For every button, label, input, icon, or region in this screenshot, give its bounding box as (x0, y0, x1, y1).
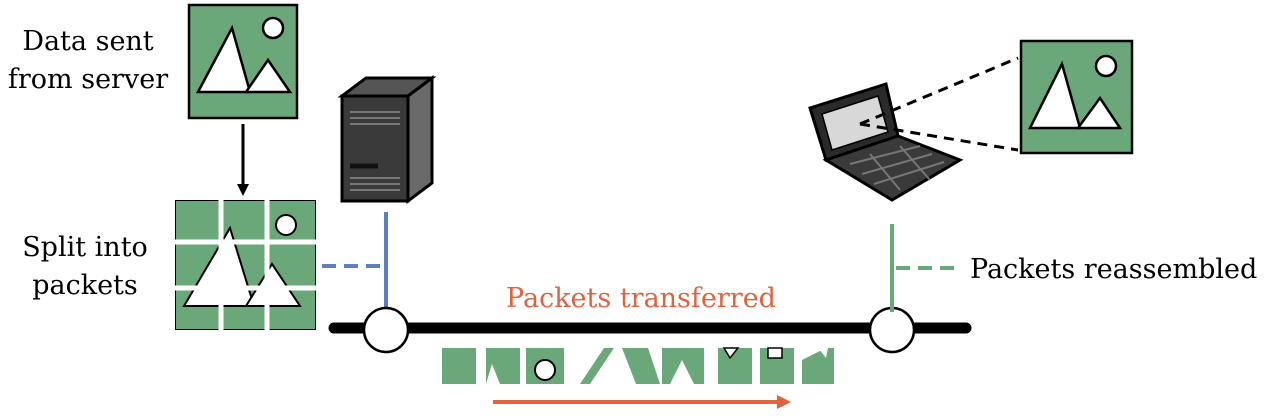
packet-strip (442, 347, 834, 384)
split-image-icon (173, 200, 318, 332)
screen-zoom-line-top (859, 56, 1019, 126)
reassembled-label: Packets reassembled (970, 254, 1257, 285)
laptop-node (868, 306, 916, 354)
packet (662, 348, 704, 384)
split-label-line2: packets (32, 270, 138, 301)
source-image-icon (187, 3, 299, 120)
server-tower-icon (337, 75, 437, 204)
data-sent-label-line2: from server (8, 64, 168, 95)
packet (442, 348, 476, 384)
packet (622, 348, 660, 384)
transferred-label: Packets transferred (506, 283, 776, 314)
packet (718, 348, 752, 384)
data-sent-label-line1: Data sent (22, 26, 153, 57)
packet (580, 348, 614, 384)
screen-zoom-line-bottom (859, 122, 1019, 152)
server-node (362, 306, 410, 354)
packet (802, 348, 834, 384)
split-label-line1: Split into (22, 232, 148, 263)
destination-image-icon (1019, 39, 1134, 155)
laptop-icon (808, 82, 964, 202)
